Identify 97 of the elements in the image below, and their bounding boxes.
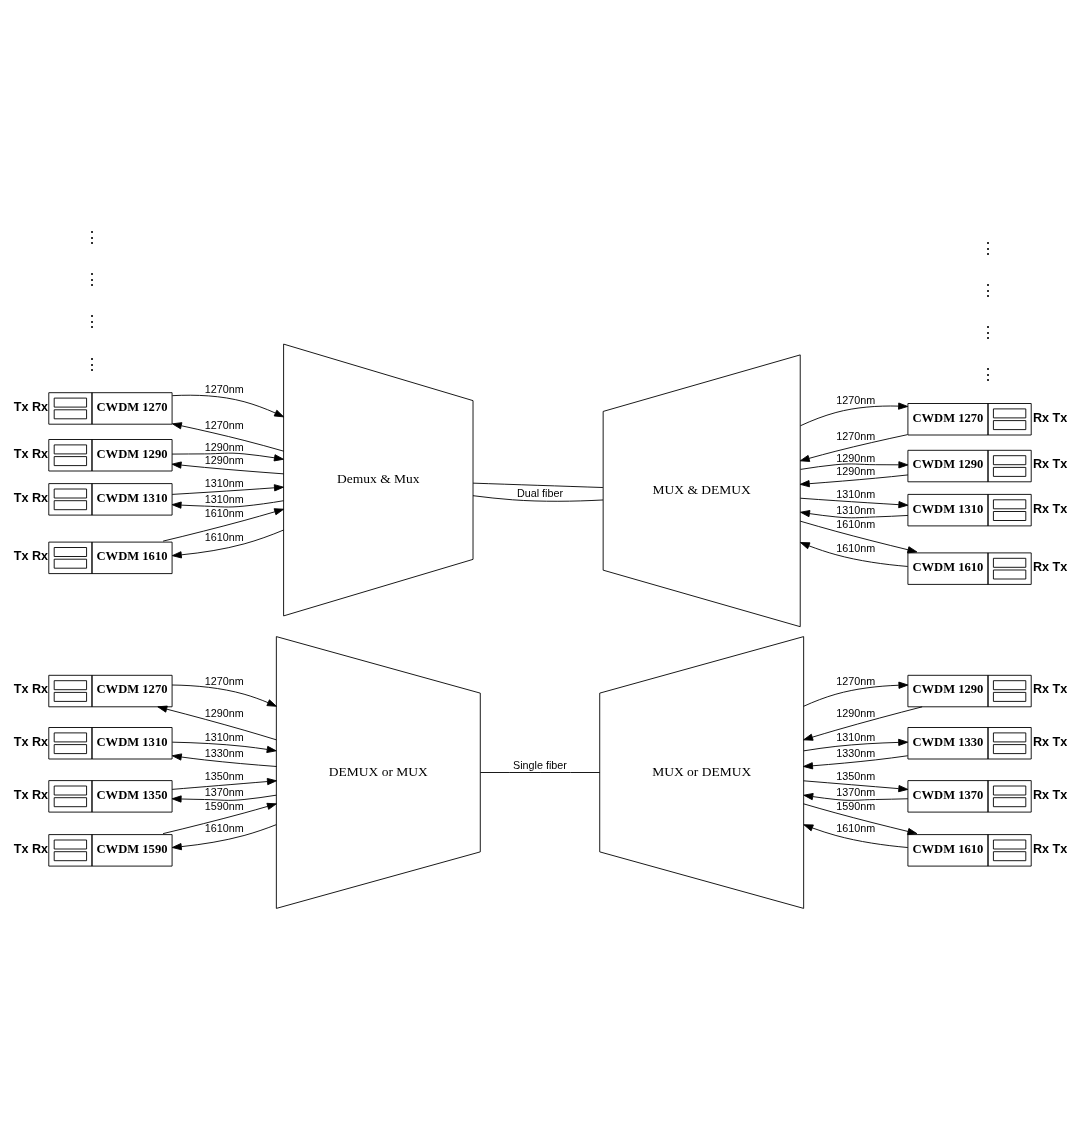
node-label: Tx Rx bbox=[13, 734, 48, 749]
node-box: MUX or DEMUX bbox=[599, 635, 805, 909]
arrow bbox=[800, 509, 909, 518]
node-label: Rx Tx bbox=[1033, 681, 1068, 696]
edge-label: 1290nm bbox=[836, 464, 876, 477]
edge-label: Single fiber bbox=[513, 758, 567, 771]
node-label: Rx Tx bbox=[1033, 501, 1068, 516]
arrow bbox=[803, 705, 923, 741]
edge-label: 1290nm bbox=[204, 706, 244, 719]
arrow bbox=[171, 794, 277, 803]
node-label: Tx Rx bbox=[13, 681, 48, 696]
edge-label: 1590nm bbox=[836, 799, 876, 812]
arrow bbox=[803, 779, 909, 792]
node-label: Rx Tx bbox=[1033, 787, 1068, 802]
label: ⋮ bbox=[980, 238, 997, 257]
edge-label: 1290nm bbox=[204, 453, 244, 466]
edge-label: 1610nm bbox=[836, 541, 876, 554]
arrow bbox=[171, 499, 284, 509]
node-label: Tx Rx bbox=[13, 548, 48, 563]
arrow bbox=[162, 802, 277, 834]
edge-label: 1350nm bbox=[836, 769, 876, 782]
node-label: Rx Tx bbox=[1033, 456, 1068, 471]
edge-label: 1310nm bbox=[204, 476, 244, 489]
edge-label: Dual fiber bbox=[516, 486, 564, 499]
node-label: Tx Rx bbox=[13, 841, 48, 856]
arrow bbox=[800, 541, 909, 567]
edge-label: 1610nm bbox=[836, 517, 876, 530]
label: ⋮ bbox=[83, 269, 100, 288]
edge-label: 1290nm bbox=[204, 440, 244, 453]
arrow bbox=[803, 792, 909, 801]
arrow bbox=[171, 777, 277, 790]
edge-label: 1330nm bbox=[836, 746, 876, 759]
edge-label: 1610nm bbox=[204, 506, 244, 519]
node-box: DEMUX or MUX bbox=[275, 635, 481, 909]
label: ⋮ bbox=[980, 322, 997, 341]
arrow bbox=[799, 433, 909, 462]
arrow bbox=[171, 452, 284, 461]
node-label: Tx Rx bbox=[13, 490, 48, 505]
label: ⋮ bbox=[980, 364, 997, 383]
arrow bbox=[171, 752, 277, 767]
edge-label: 1270nm bbox=[836, 674, 876, 687]
arrow bbox=[803, 681, 909, 707]
edge-label: 1270nm bbox=[836, 429, 876, 442]
edge-label: 1590nm bbox=[204, 799, 244, 812]
edge-label: 1270nm bbox=[204, 418, 244, 431]
edge-label: 1290nm bbox=[836, 451, 876, 464]
edge-label: 1350nm bbox=[204, 769, 244, 782]
arrow bbox=[171, 394, 285, 417]
edge-label: 1310nm bbox=[204, 492, 244, 505]
arrow bbox=[171, 741, 277, 753]
edge-label: 1370nm bbox=[204, 785, 244, 798]
connector bbox=[480, 771, 601, 773]
node-label: Tx Rx bbox=[13, 787, 48, 802]
edge-label: 1290nm bbox=[836, 706, 876, 719]
arrow bbox=[799, 520, 918, 553]
edge-label: 1310nm bbox=[204, 730, 244, 743]
arrow bbox=[162, 507, 285, 542]
arrow bbox=[171, 461, 284, 474]
arrow bbox=[799, 474, 909, 487]
node-label: Rx Tx bbox=[1033, 841, 1068, 856]
arrow bbox=[803, 823, 909, 848]
arrow bbox=[800, 460, 909, 470]
edge-label: 1310nm bbox=[836, 487, 876, 500]
node-label: Rx Tx bbox=[1033, 559, 1068, 574]
edge-label: 1270nm bbox=[836, 393, 876, 406]
edge-label: 1270nm bbox=[204, 382, 244, 395]
arrow bbox=[800, 402, 909, 426]
node-label: Tx Rx bbox=[13, 446, 48, 461]
arrow bbox=[803, 802, 918, 835]
edge-label: 1310nm bbox=[836, 730, 876, 743]
node-label: Rx Tx bbox=[1033, 410, 1068, 425]
arrow bbox=[803, 754, 909, 769]
arrow bbox=[171, 684, 277, 707]
arrow bbox=[171, 529, 285, 558]
arrow bbox=[171, 421, 285, 452]
edge-label: 1310nm bbox=[836, 503, 876, 516]
arrow bbox=[157, 705, 277, 740]
connector bbox=[472, 482, 604, 488]
node-box: MUX & DEMUX bbox=[602, 353, 801, 627]
connector bbox=[472, 494, 604, 502]
edge-label: 1370nm bbox=[836, 785, 876, 798]
arrow bbox=[171, 823, 277, 850]
edge-label: 1610nm bbox=[204, 530, 244, 543]
arrow bbox=[171, 483, 284, 495]
label: ⋮ bbox=[83, 227, 100, 246]
label: ⋮ bbox=[980, 280, 997, 299]
edge-label: 1330nm bbox=[204, 746, 244, 759]
node-label: Tx Rx bbox=[13, 399, 48, 414]
node-box: Demux & Mux bbox=[283, 343, 474, 616]
edge-label: 1610nm bbox=[204, 821, 244, 834]
label: ⋮ bbox=[83, 311, 100, 330]
edge-label: 1270nm bbox=[204, 674, 244, 687]
label: ⋮ bbox=[83, 354, 100, 373]
edge-label: 1610nm bbox=[836, 821, 876, 834]
arrow bbox=[800, 497, 909, 508]
arrow bbox=[803, 738, 909, 751]
node-label: Rx Tx bbox=[1033, 734, 1068, 749]
